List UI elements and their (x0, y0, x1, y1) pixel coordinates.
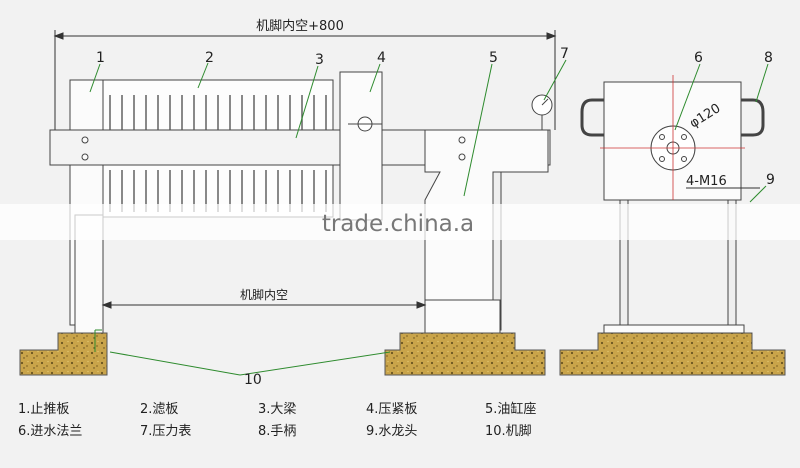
top-dimension-label: 机脚内空+800 (256, 18, 344, 34)
legend-item: 7.压力表 (140, 424, 192, 439)
diagram-canvas: 机脚内空+800 (0, 18, 800, 388)
watermark-text: trade.china.a (322, 211, 474, 237)
legend-item: 1.止推板 (18, 402, 70, 417)
foundation-right (559, 332, 786, 376)
legend-row-1: 1.止推板 2.滤板 3.大梁 4.压紧板 5.油缸座 (18, 398, 778, 420)
foundation-middle (384, 332, 546, 376)
middle-dimension (101, 301, 427, 309)
callout-4: 4 (377, 50, 386, 66)
foundation-left (19, 332, 108, 376)
legend-item: 4.压紧板 (366, 402, 418, 417)
legend: 1.止推板 2.滤板 3.大梁 4.压紧板 5.油缸座 6.进水法兰 7.压力表… (18, 398, 778, 442)
legend-item: 10.机脚 (485, 424, 532, 439)
callout-9: 9 (766, 172, 775, 188)
callout-10: 10 (244, 372, 262, 388)
filter-press-end-view (580, 81, 765, 334)
legend-item: 9.水龙头 (366, 424, 418, 439)
handle-left (580, 98, 604, 137)
callout-6: 6 (694, 50, 703, 66)
watermark-band (0, 204, 800, 240)
handle-right (741, 98, 765, 137)
pressure-gauge (531, 94, 553, 130)
callout-leaders (89, 59, 769, 376)
press-plate (339, 71, 383, 221)
callout-7: 7 (560, 46, 569, 62)
callout-5: 5 (489, 50, 498, 66)
bolt-label: 4-M16 (686, 174, 727, 189)
callout-numbers: 1 2 3 4 5 7 6 8 9 10 (96, 46, 775, 388)
callout-1: 1 (96, 50, 105, 66)
foundations (19, 332, 786, 376)
legend-item: 5.油缸座 (485, 402, 537, 417)
callout-8: 8 (764, 50, 773, 66)
top-dimension (53, 30, 557, 130)
legend-item: 2.滤板 (140, 402, 179, 417)
legend-item: 3.大梁 (258, 402, 297, 417)
middle-dimension-label: 机脚内空 (240, 287, 288, 302)
callout-2: 2 (205, 50, 214, 66)
legend-item: 8.手柄 (258, 424, 297, 439)
legend-item: 6.进水法兰 (18, 424, 83, 439)
filter-press-side-view (49, 71, 551, 334)
callout-3: 3 (315, 52, 324, 68)
legend-row-2: 6.进水法兰 7.压力表 8.手柄 9.水龙头 10.机脚 (18, 420, 778, 442)
